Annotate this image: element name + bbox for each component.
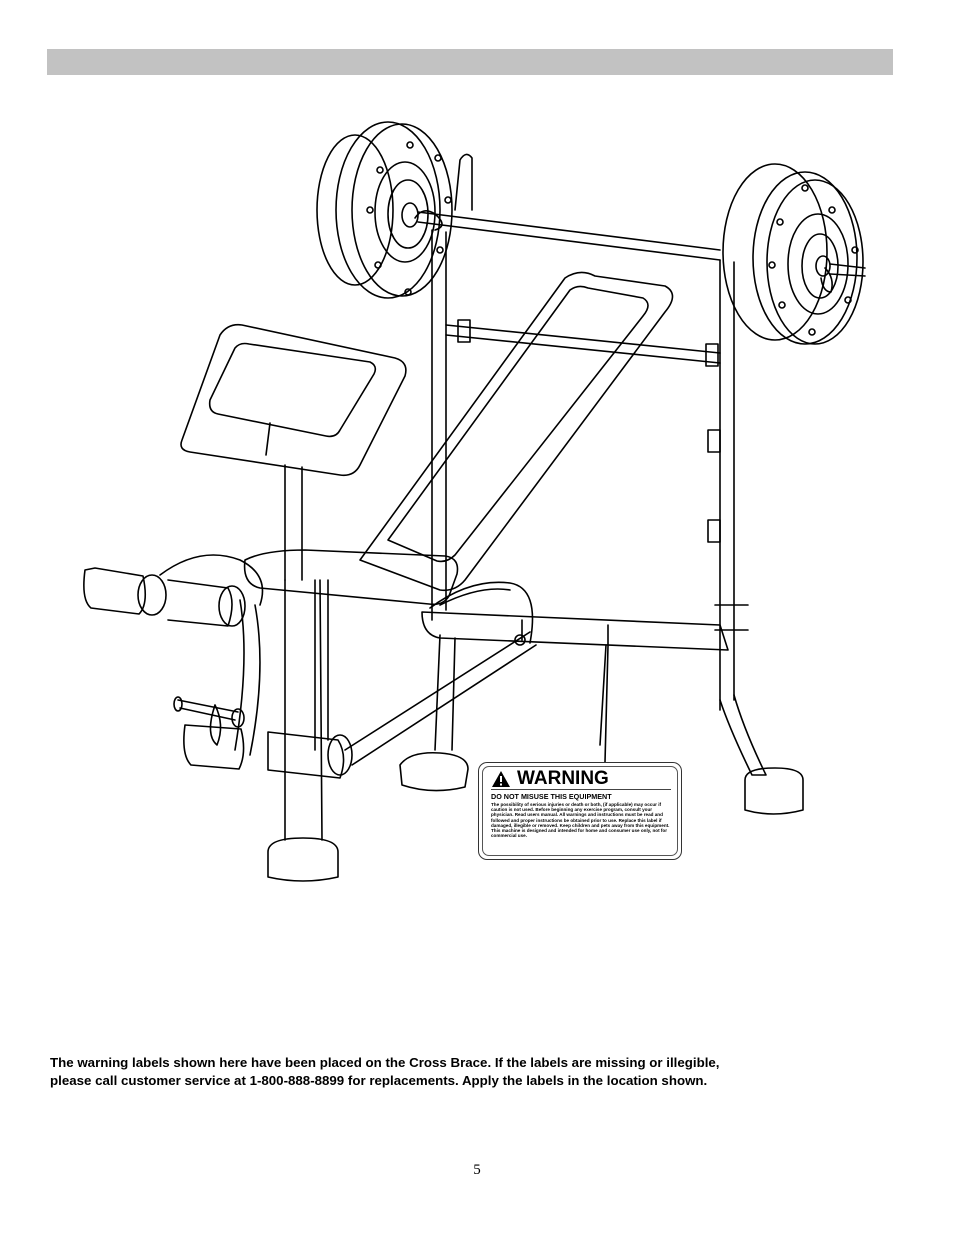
upright-stands: [431, 153, 767, 776]
cross-bars: [445, 319, 721, 543]
right-weight-plate: [722, 163, 864, 345]
warning-label-notice: The warning labels shown here have been …: [50, 1054, 910, 1090]
weight-bench-illustration: [60, 100, 900, 900]
barbell-bar: [414, 210, 866, 293]
cross-brace-frame: [344, 581, 729, 766]
warning-label: WARNING DO NOT MISUSE THIS EQUIPMENT The…: [478, 762, 682, 860]
left-weight-plate: [316, 121, 453, 299]
page-number: 5: [473, 1162, 481, 1178]
warning-label-title: WARNING: [517, 768, 609, 789]
notice-line-2: please call customer service at 1-800-88…: [50, 1073, 708, 1088]
warning-label-subtitle: DO NOT MISUSE THIS EQUIPMENT: [491, 792, 612, 801]
preacher-curl-pad: [180, 323, 407, 581]
leg-extension-rollers: [83, 554, 353, 779]
notice-line-1: The warning labels shown here have been …: [50, 1055, 720, 1070]
label-pointer-line: [604, 645, 609, 763]
warning-triangle-icon: [492, 771, 510, 787]
warning-label-header: WARNING: [491, 769, 671, 790]
warning-label-body: The possibility of serious injuries or d…: [491, 802, 670, 839]
section-header-bar: [47, 49, 893, 75]
back-rest-pad: [359, 271, 674, 592]
bench-legs: [267, 579, 804, 882]
weight-bench-line-drawing: [83, 121, 866, 882]
seat-pad: [243, 549, 459, 751]
